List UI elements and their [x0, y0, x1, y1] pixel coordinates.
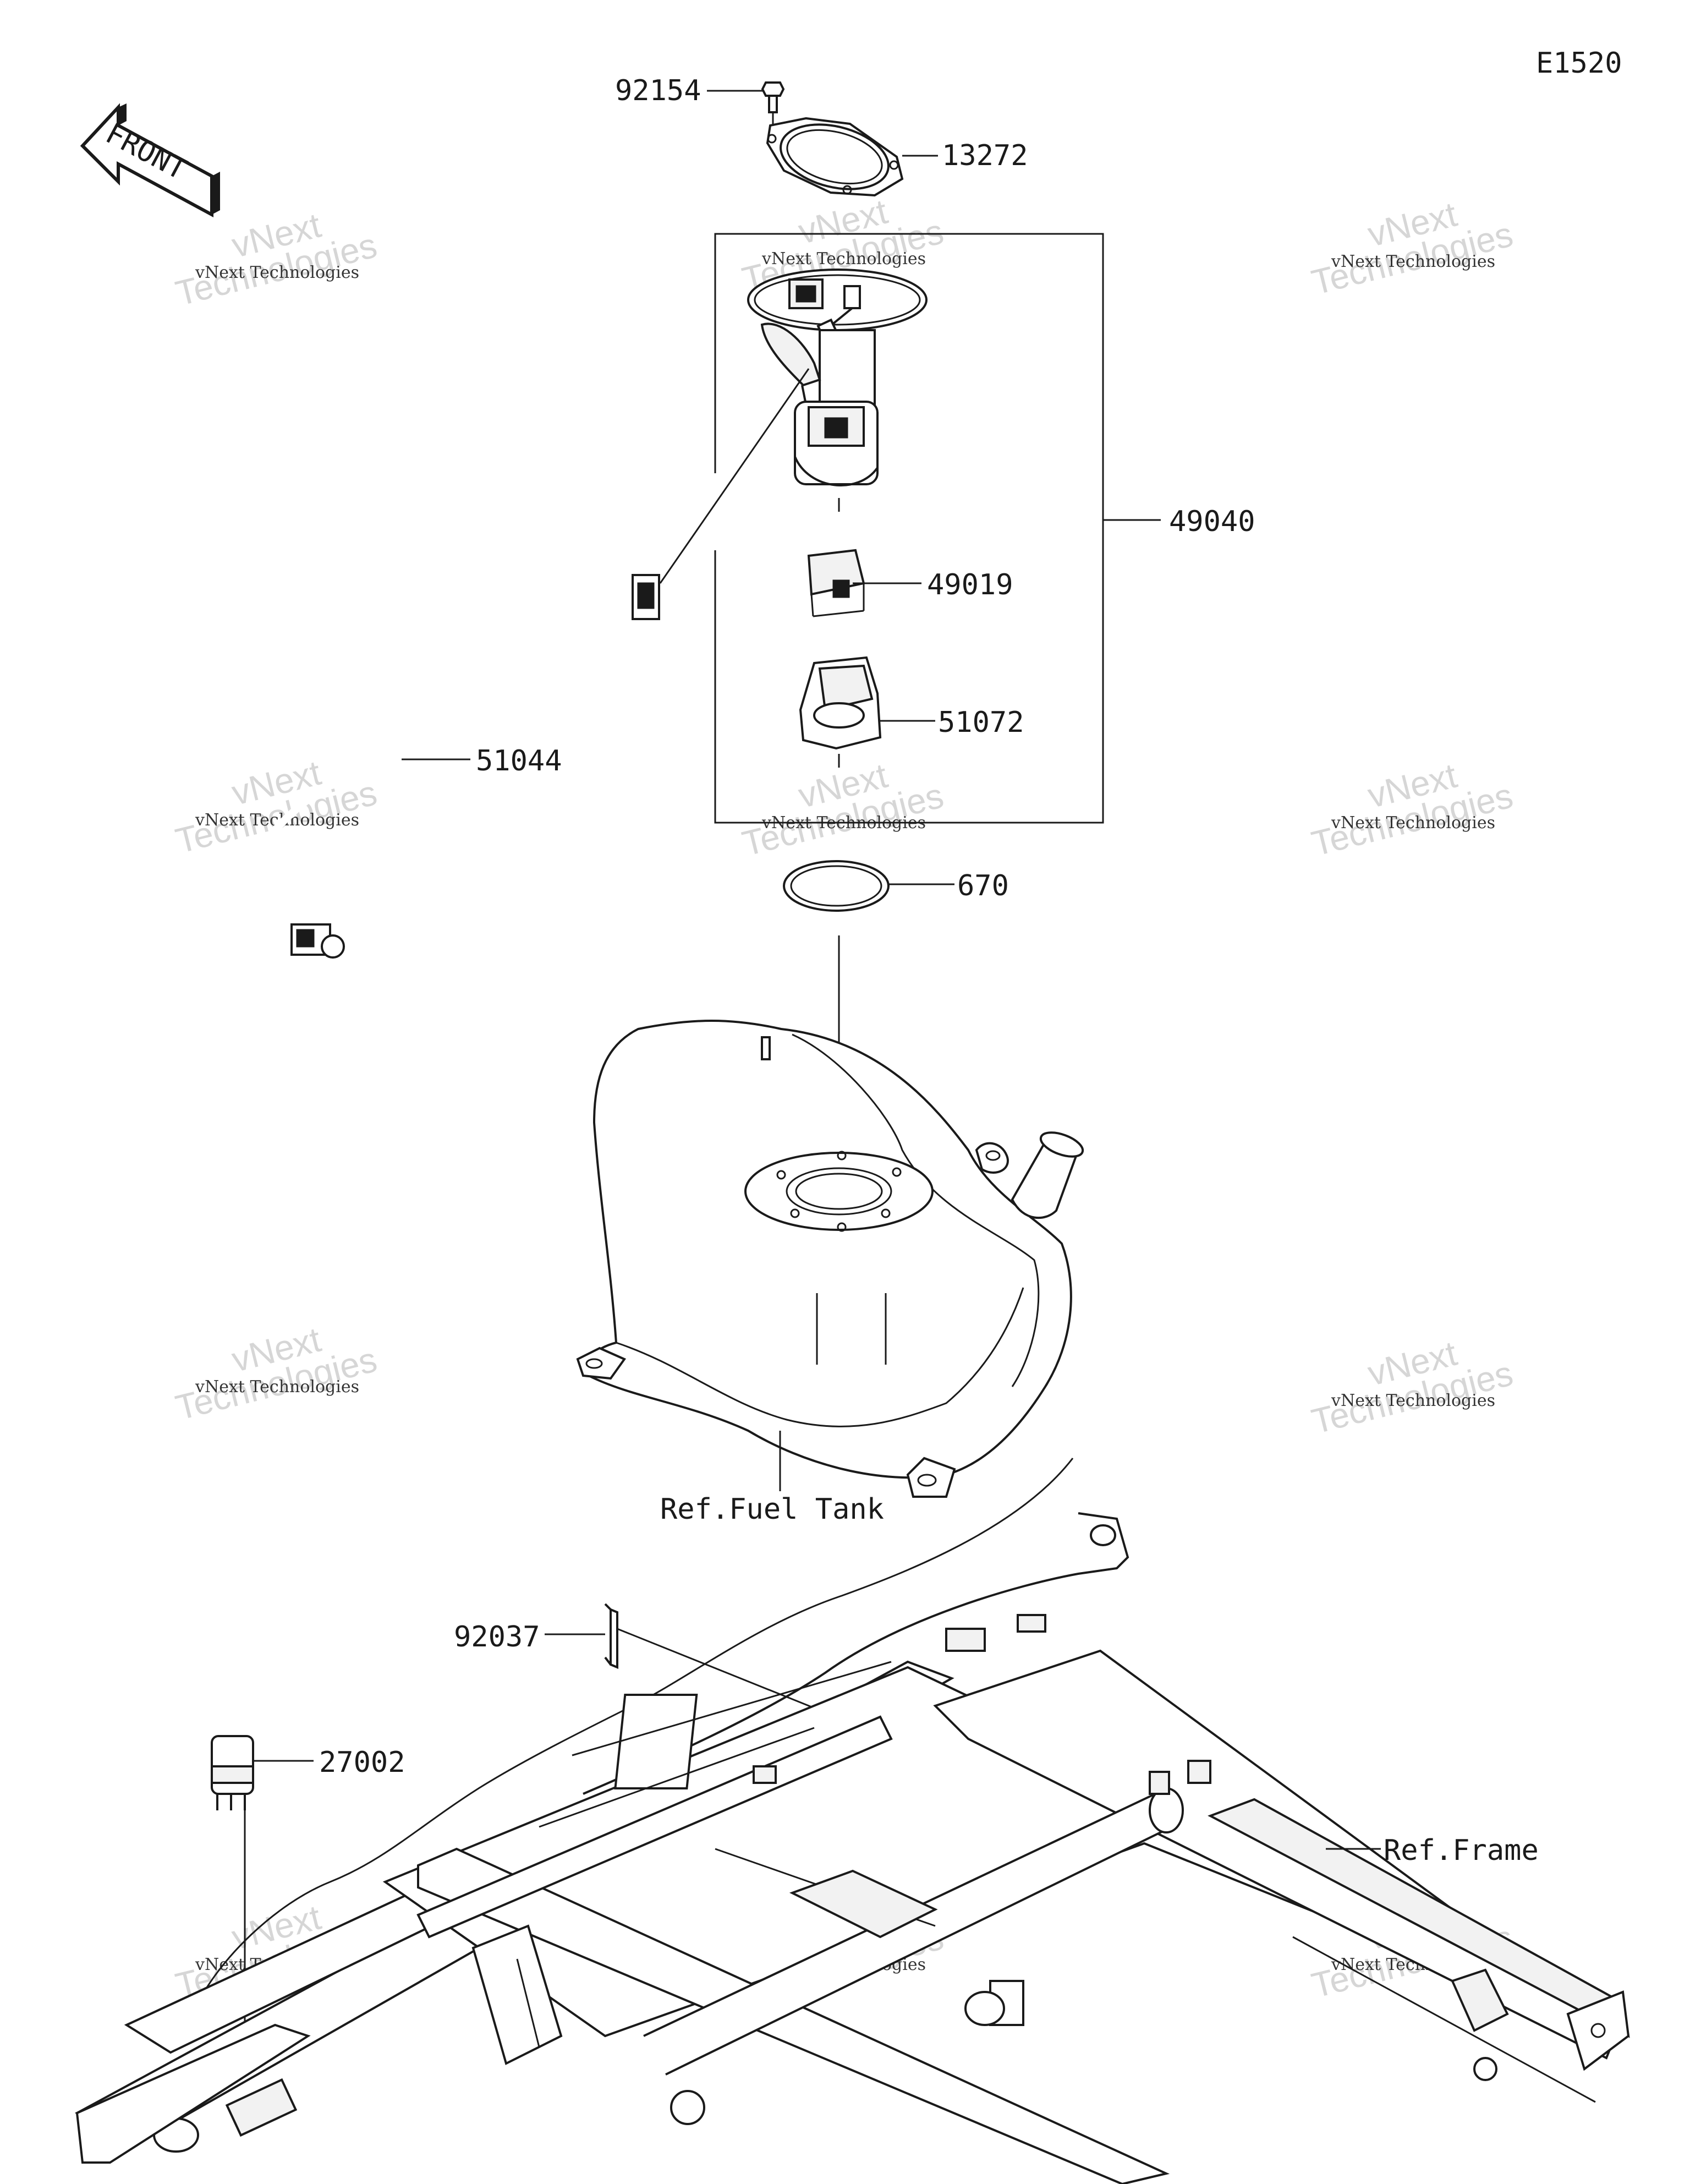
svg-text:vNext Technologies: vNext Technologies: [1331, 1391, 1495, 1410]
watermark: Technologies vNext vNext Technologies: [1308, 194, 1517, 303]
watermark: Technologies vNext vNext Technologies: [1308, 1333, 1517, 1442]
part-670-o-ring[interactable]: [783, 860, 890, 912]
svg-text:vNext Technologies: vNext Technologies: [195, 1377, 359, 1397]
fuel-tank-reference: [576, 1020, 1084, 1498]
part-51044-fuel-hose[interactable]: [257, 368, 810, 959]
svg-text:vNext Technologies: vNext Technologies: [1331, 252, 1495, 271]
svg-text:vNext Technologies: vNext Technologies: [761, 249, 926, 269]
assembly-49040-bracket: [714, 233, 1161, 824]
part-fuel-pump-assembly[interactable]: [747, 269, 928, 512]
svg-text:vNext Technologies: vNext Technologies: [195, 263, 359, 282]
watermark: Technologies vNext vNext Technologies: [172, 1320, 381, 1428]
label-ref-frame: Ref.Frame: [1384, 1834, 1539, 1867]
label-51044[interactable]: 51044: [476, 745, 562, 778]
label-49019[interactable]: 49019: [927, 568, 1013, 601]
part-13272-plate[interactable]: [766, 114, 904, 199]
front-arrow-icon: FRONT: [80, 103, 220, 218]
watermark: Technologies vNext vNext Technologies: [1308, 756, 1517, 864]
label-49040[interactable]: 49040: [1169, 505, 1255, 538]
part-92037-clip[interactable]: [604, 1603, 837, 1718]
watermark: Technologies vNext vNext Technologies: [738, 756, 947, 864]
label-ref-fuel-tank: Ref.Fuel Tank: [660, 1493, 884, 1526]
label-670[interactable]: 670: [957, 869, 1009, 902]
diagram-code: E1520: [1536, 47, 1622, 80]
label-92037[interactable]: 92037: [454, 1621, 540, 1654]
label-13272[interactable]: 13272: [942, 139, 1028, 172]
frame-reference: [74, 1458, 1630, 2184]
watermark: Technologies vNext vNext Technologies: [172, 205, 381, 314]
svg-text:vNext Technologies: vNext Technologies: [1331, 813, 1495, 833]
part-27002-switch[interactable]: [211, 1735, 254, 2036]
label-92154[interactable]: 92154: [615, 74, 701, 107]
label-27002[interactable]: 27002: [319, 1746, 405, 1779]
part-51072-regulator[interactable]: [799, 656, 882, 768]
label-51072[interactable]: 51072: [938, 706, 1024, 739]
